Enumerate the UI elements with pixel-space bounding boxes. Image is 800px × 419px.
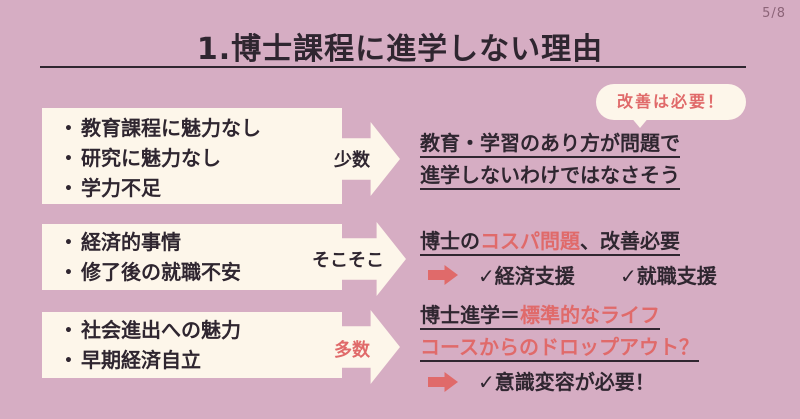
arrow-right-icon: [428, 372, 458, 392]
arrow-right-icon: [428, 265, 458, 285]
bullet-icon: •: [64, 265, 73, 281]
bullet-icon: •: [64, 353, 73, 369]
result-text-3a: 博士進学＝標準的なライフ: [420, 300, 660, 330]
check-item: ✓意識変容が必要！: [478, 370, 655, 394]
reason-item: •教育課程に魅力なし: [64, 116, 261, 140]
bullet-icon: •: [64, 121, 73, 137]
reason-item: •修了後の就職不安: [64, 260, 241, 284]
slide-title: 1.博士課程に進学しない理由: [196, 32, 604, 67]
result-text-1a: 教育・学習のあり方が問題で: [420, 128, 680, 158]
title-underline: [40, 66, 746, 68]
reason-box-1: •教育課程に魅力なし •研究に魅力なし •学力不足: [42, 108, 342, 204]
result-text-3b: コースからのドロップアウト？: [420, 332, 699, 362]
speech-bubble: 改善は必要！: [596, 84, 746, 120]
reason-item: •早期経済自立: [64, 348, 201, 372]
result-text-2: 博士のコスパ問題、改善必要: [420, 226, 680, 256]
reason-item: •社会進出への魅力: [64, 318, 241, 342]
count-label-1: 少数: [334, 150, 370, 171]
reason-item: •経済的事情: [64, 230, 181, 254]
count-label-3: 多数: [334, 340, 370, 361]
bullet-icon: •: [64, 323, 73, 339]
reason-box-2: •経済的事情 •修了後の就職不安: [42, 224, 342, 290]
page-number: 5/8: [762, 6, 786, 21]
check-item: ✓就職支援: [620, 264, 717, 288]
bullet-icon: •: [64, 235, 73, 251]
bullet-icon: •: [64, 181, 73, 197]
reason-box-3: •社会進出への魅力 •早期経済自立: [42, 312, 342, 378]
check-item: ✓経済支援: [478, 264, 575, 288]
speech-bubble-tail: [630, 116, 650, 128]
bullet-icon: •: [64, 151, 73, 167]
reason-item: •研究に魅力なし: [64, 146, 221, 170]
reason-item: •学力不足: [64, 176, 161, 200]
result-text-1b: 進学しないわけではなさそう: [420, 160, 680, 190]
count-label-2: そこそこ: [312, 250, 384, 271]
